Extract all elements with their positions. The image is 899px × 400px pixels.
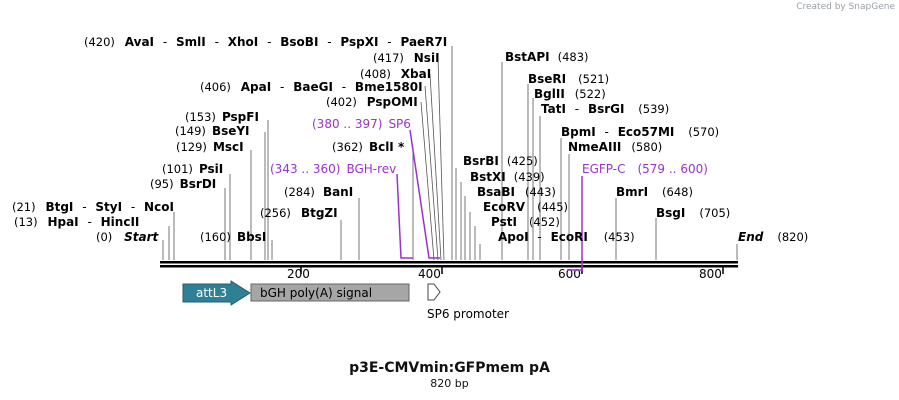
feature-label: attL3 xyxy=(196,286,227,300)
ruler-tick-label: 600 xyxy=(558,267,581,281)
site-label-row: BglII(522) xyxy=(534,87,606,101)
separator: - xyxy=(163,35,167,49)
site-label-row: (0) Start xyxy=(96,230,160,244)
site-name: PspXI xyxy=(340,35,378,49)
site-name: AvaI xyxy=(125,35,154,49)
ruler-tick-label: 200 xyxy=(287,267,310,281)
site-label-row: (408) XbaI xyxy=(360,67,431,81)
separator: - xyxy=(215,35,219,49)
site-label-row: (153)PspFI xyxy=(185,110,259,124)
site-label-row: (21) BtgI - StyI - NcoI xyxy=(12,200,174,214)
site-label-row: (420) AvaI - SmlI - XhoI - BsoBI - PspXI… xyxy=(84,35,447,49)
site-label-row: BstAPI(483) xyxy=(505,50,589,64)
ruler-tick-label: 400 xyxy=(418,267,441,281)
site-label-row: BsaBI(443) xyxy=(477,185,556,199)
site-leader-lines xyxy=(162,46,738,261)
feature-bgh-polya-signal: bGH poly(A) signal xyxy=(250,283,410,302)
ruler xyxy=(300,267,724,274)
feature-attL3: attL3 xyxy=(182,280,251,306)
site-label-row: (129)MscI xyxy=(176,140,244,154)
site-label-row: BsrBI(425) xyxy=(463,154,538,168)
site-label-row: (406) ApaI - BaeGI - Bme1580I xyxy=(200,80,423,94)
site-label-row: BmrI(648) xyxy=(616,185,693,199)
primer-marks xyxy=(396,129,583,271)
site-label-row: (101)PsiI xyxy=(162,162,223,176)
backbone-strand-bottom xyxy=(160,265,738,268)
site-label-row: TatI - BsrGI (539) xyxy=(541,102,669,116)
feature-label: bGH poly(A) signal xyxy=(260,286,372,300)
site-pos: (420) xyxy=(84,35,115,49)
site-label-row: (284)BanI xyxy=(284,185,353,199)
site-label-row: (362)BclI * xyxy=(332,140,405,154)
site-label-row: BsgI(705) xyxy=(656,206,730,220)
primer-label: (380 .. 397)SP6 xyxy=(312,117,411,131)
site-label-row: (149)BseYI xyxy=(175,124,250,138)
site-label-row: BseRI(521) xyxy=(528,72,609,86)
map-title: p3E-CMVmin:GFPmem pA xyxy=(349,360,550,376)
backbone-strand-top xyxy=(160,261,738,264)
site-label-row: BstXI(439) xyxy=(470,170,545,184)
primer-label: EGFP-C(579 .. 600) xyxy=(582,162,708,176)
feature-sp6-promoter: SP6 promoter xyxy=(427,283,509,321)
sequence-length: 820 bp xyxy=(430,377,469,390)
site-label-row: PstI(452) xyxy=(491,215,560,229)
ruler-tick-label: 800 xyxy=(699,267,722,281)
separator: - xyxy=(267,35,271,49)
site-label-row: End(820) xyxy=(738,230,808,244)
site-label-row: (256)BtgZI xyxy=(260,206,338,220)
separator: - xyxy=(327,35,331,49)
site-label-row: (13) HpaI - HincII xyxy=(14,215,139,229)
feature-label: SP6 promoter xyxy=(427,307,509,321)
snapgene-credit: Created by SnapGene xyxy=(796,2,895,12)
site-label-row: EcoRV(445) xyxy=(483,200,568,214)
site-label-row: (95)BsrDI xyxy=(150,177,216,191)
site-label-row: (417) NsiI xyxy=(373,51,440,65)
site-name: PaeR7I xyxy=(400,35,447,49)
site-name: SmlI xyxy=(176,35,206,49)
site-name: BsoBI xyxy=(280,35,318,49)
separator: - xyxy=(387,35,391,49)
site-label-row: (402) PspOMI xyxy=(326,95,418,109)
primer-label: (343 .. 360)BGH-rev xyxy=(270,162,396,176)
site-label-row: ApoI - EcoRI (453) xyxy=(498,230,635,244)
site-name: XhoI xyxy=(228,35,259,49)
site-label-row: NmeAIII(580) xyxy=(568,140,662,154)
site-label-row: BpmI - Eco57MI (570) xyxy=(561,125,719,139)
site-label-row: (160)BbsI xyxy=(200,230,266,244)
